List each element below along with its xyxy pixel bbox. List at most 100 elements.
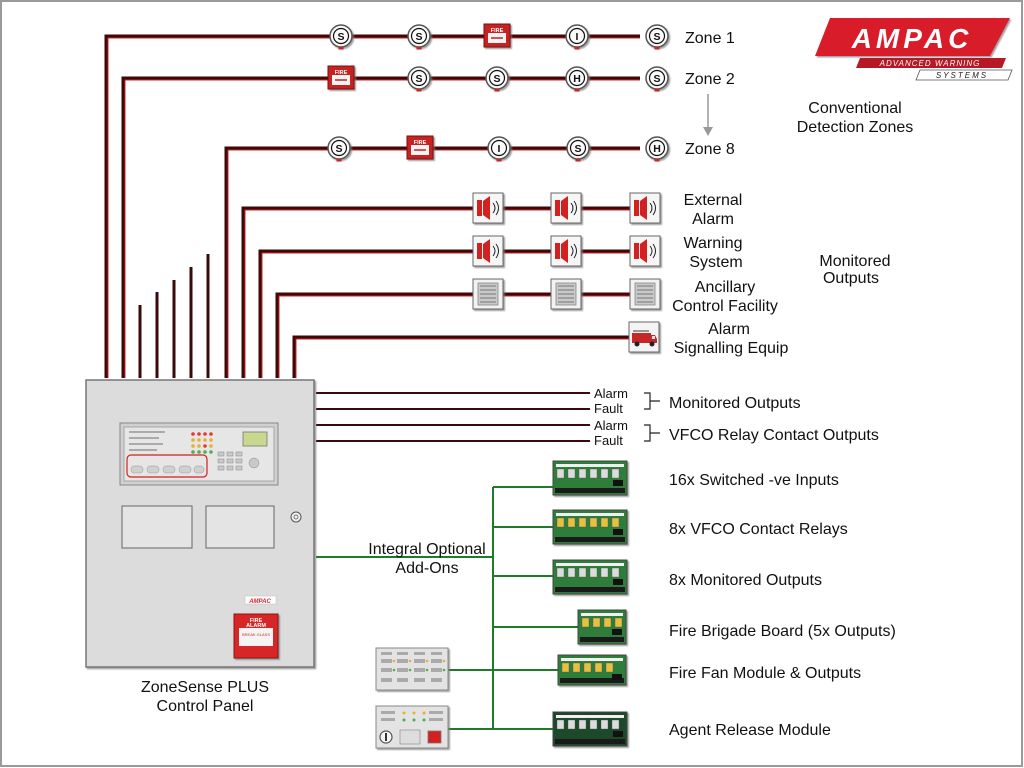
sounder-icon (472, 192, 504, 224)
addon-boards (552, 460, 628, 747)
relay-box-icon (472, 278, 504, 310)
zone-devices: S S FIRE I S FIRE S S H S S FIRE I S H (327, 23, 669, 162)
addons-label-line2: Add-Ons (395, 560, 458, 577)
detector-letter: S (574, 143, 581, 155)
output-devices (472, 192, 661, 310)
detector-letter: H (653, 143, 661, 155)
alarm-signalling-label-line2: Signalling Equip (674, 340, 789, 357)
sounder-icon (629, 235, 661, 267)
relay-box-icon (629, 278, 661, 310)
pcb-board-icon (577, 609, 627, 645)
smoke-detector-icon: S (645, 24, 669, 50)
panel-mcp-line3: BREAK GLASS (242, 632, 270, 637)
relay-2-alarm-label: Alarm (594, 418, 628, 433)
manual-call-point-icon: FIRE (327, 65, 355, 90)
logo-tagline-1: ADVANCED WARNING (879, 59, 981, 68)
detector-letter: I (576, 31, 579, 43)
panel-mcp-line1: FIRE (250, 618, 263, 624)
detector-letter: S (415, 73, 422, 85)
addon-item-label: Agent Release Module (669, 722, 831, 739)
zone-8-label: Zone 8 (685, 141, 735, 158)
zone-range-arrow (703, 94, 713, 136)
ancillary-label-line1: Ancillary (695, 279, 755, 296)
vfco-relay-label: VFCO Relay Contact Outputs (669, 427, 879, 444)
lcd-display (242, 431, 268, 447)
manual-call-point-label: FIRE (491, 28, 504, 34)
fire-truck-icon (628, 321, 660, 353)
output-wiring (241, 206, 640, 378)
sounder-icon (629, 192, 661, 224)
zone-stub-wires (138, 254, 210, 378)
smoke-detector-icon: S (407, 66, 431, 92)
detector-letter: S (337, 31, 344, 43)
warning-system-label-line2: System (689, 254, 742, 271)
lock-icon (290, 511, 302, 523)
detector-letter: I (498, 143, 501, 155)
manual-call-point-icon: FIRE (406, 135, 434, 160)
monitored-outputs-group-line2: Outputs (823, 270, 879, 287)
smoke-detector-icon: S (485, 66, 509, 92)
manual-call-point-icon: FIRE (483, 23, 511, 48)
pcb-board-icon (552, 559, 628, 595)
detector-letter: S (493, 73, 500, 85)
monitored-outputs-relay-label: Monitored Outputs (669, 395, 801, 412)
heat-detector-icon: H (565, 66, 589, 92)
panel-label-line1: ZoneSense PLUS (141, 679, 269, 696)
addon-item-label: 16x Switched -ve Inputs (669, 472, 839, 489)
manual-call-point-label: FIRE (335, 70, 348, 76)
logo-wordmark: AMPAC (851, 23, 973, 54)
addon-bus (316, 486, 578, 730)
conventional-label-line2: Detection Zones (797, 119, 914, 136)
external-alarm-label-line2: Alarm (692, 211, 734, 228)
addons-label-line1: Integral Optional (368, 541, 485, 558)
sounder-icon (472, 235, 504, 267)
relay-1-alarm-label: Alarm (594, 386, 628, 401)
control-keypad (217, 451, 260, 471)
smoke-detector-icon: S (645, 66, 669, 92)
pcb-board-icon (552, 509, 628, 545)
smoke-detector-icon: S (566, 136, 590, 162)
led-indicators (191, 432, 213, 454)
relay-1-fault-label: Fault (594, 401, 623, 416)
addon-item-label: Fire Fan Module & Outputs (669, 665, 861, 682)
release-button (427, 730, 442, 744)
ionisation-detector-icon: I (565, 24, 589, 50)
detector-letter: S (335, 143, 342, 155)
control-panel: AMPAC FIRE ALARM BREAK GLASS (85, 379, 315, 668)
conventional-label-line1: Conventional (808, 100, 901, 117)
relay-wiring (316, 392, 660, 442)
pcb-board-icon (557, 654, 627, 686)
panel-badge: AMPAC (248, 599, 271, 605)
sounder-icon (550, 192, 582, 224)
heat-detector-icon: H (645, 136, 669, 162)
panel-mcp-line2: ALARM (246, 623, 266, 629)
sounder-icon (550, 235, 582, 267)
detector-letter: H (573, 73, 581, 85)
pcb-board-icon (552, 711, 628, 747)
addon-item-label: 8x VFCO Contact Relays (669, 521, 848, 538)
manual-call-point-label: FIRE (414, 140, 427, 146)
ampac-logo: AMPAC ADVANCED WARNING SYSTEMS (815, 18, 1013, 81)
relay-2-fault-label: Fault (594, 433, 623, 448)
alarm-signalling-label-line1: Alarm (708, 321, 750, 338)
smoke-detector-icon: S (327, 136, 351, 162)
detector-letter: S (415, 31, 422, 43)
addon-item-label: Fire Brigade Board (5x Outputs) (669, 623, 896, 640)
relay-box-icon (550, 278, 582, 310)
external-alarm-label-line1: External (684, 192, 743, 209)
detector-letter: S (653, 31, 660, 43)
ancillary-label-line2: Control Facility (672, 298, 778, 315)
zone-1-label: Zone 1 (685, 30, 735, 47)
smoke-detector-icon: S (329, 24, 353, 50)
fire-fan-switch-panel (375, 647, 449, 691)
pcb-board-icon (552, 460, 628, 496)
detector-letter: S (653, 73, 660, 85)
smoke-detector-icon: S (407, 24, 431, 50)
control-buttons (130, 465, 205, 474)
addon-item-label: 8x Monitored Outputs (669, 572, 822, 589)
logo-tagline-2: SYSTEMS (936, 71, 988, 80)
zone-2-label: Zone 2 (685, 71, 735, 88)
ionisation-detector-icon: I (487, 136, 511, 162)
